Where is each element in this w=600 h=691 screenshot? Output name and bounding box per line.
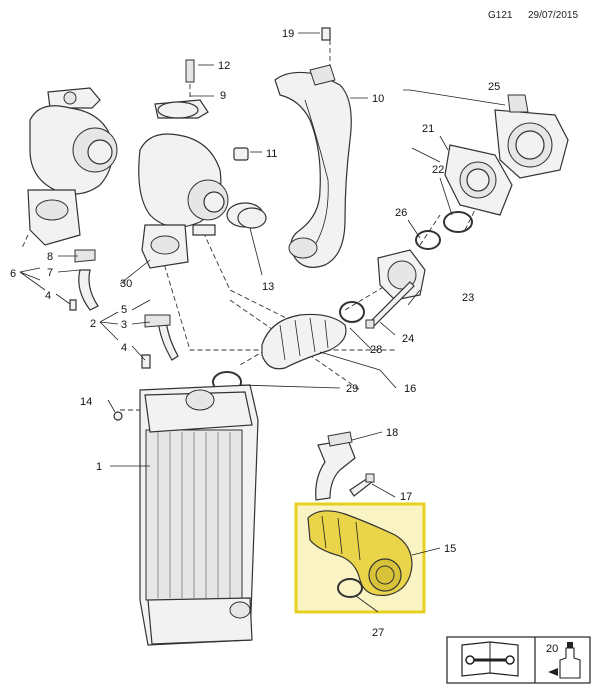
callout-5: 5 (121, 304, 127, 316)
callout-22: 22 (432, 164, 444, 176)
studs-and-clamps (69, 27, 331, 369)
callout-16: 16 (404, 383, 416, 395)
callout-4-upper: 4 (45, 290, 51, 302)
screw (113, 411, 123, 421)
callout-29: 29 (346, 383, 358, 395)
callout-24: 24 (402, 333, 414, 345)
callout-18: 18 (386, 427, 398, 439)
callout-labels: 1 2 3 4 4 5 6 7 8 9 10 11 12 13 14 15 16… (10, 28, 500, 639)
o-rings (212, 211, 473, 598)
legend-item-20: 20 (546, 643, 558, 655)
callout-7: 7 (47, 267, 53, 279)
outlet-hose-and-sensor (315, 431, 375, 501)
intake-pipe (274, 64, 352, 268)
callout-12: 12 (218, 60, 230, 72)
callout-9: 9 (220, 90, 226, 102)
callout-6: 6 (10, 268, 16, 280)
callout-23: 23 (462, 292, 474, 304)
leader-lines (19, 32, 506, 613)
charge-air-hose (261, 313, 347, 370)
callout-25: 25 (488, 81, 500, 93)
callout-17: 17 (400, 491, 412, 503)
turbocharger-left (27, 87, 118, 311)
callout-13: 13 (262, 281, 274, 293)
callout-28: 28 (370, 344, 382, 356)
callout-27: 27 (372, 627, 384, 639)
callout-1: 1 (96, 461, 102, 473)
highlighted-hose-15 (307, 510, 413, 597)
callout-2: 2 (90, 318, 96, 330)
diagram-date: 29/07/2015 (528, 10, 578, 21)
intercooler (139, 384, 259, 646)
grease-tube-icon (548, 642, 581, 679)
callout-11: 11 (266, 148, 277, 160)
diagram-code: G121 (488, 10, 513, 21)
throttle-body (494, 94, 569, 179)
callout-10: 10 (372, 93, 384, 105)
callout-14: 14 (80, 396, 92, 408)
callout-8: 8 (47, 251, 53, 263)
callout-26: 26 (395, 207, 407, 219)
flange-adapter (444, 144, 513, 216)
legend-box: 20 (446, 636, 591, 684)
callout-4-lower: 4 (121, 342, 127, 354)
callout-30: 30 (120, 278, 132, 290)
callout-21: 21 (422, 123, 434, 135)
callout-15: 15 (444, 543, 456, 555)
callout-3: 3 (121, 319, 127, 331)
manual-book-wrench-icon (461, 641, 519, 677)
turbocharger-middle (138, 99, 229, 361)
bolt (365, 281, 415, 329)
callout-19: 19 (282, 28, 294, 40)
